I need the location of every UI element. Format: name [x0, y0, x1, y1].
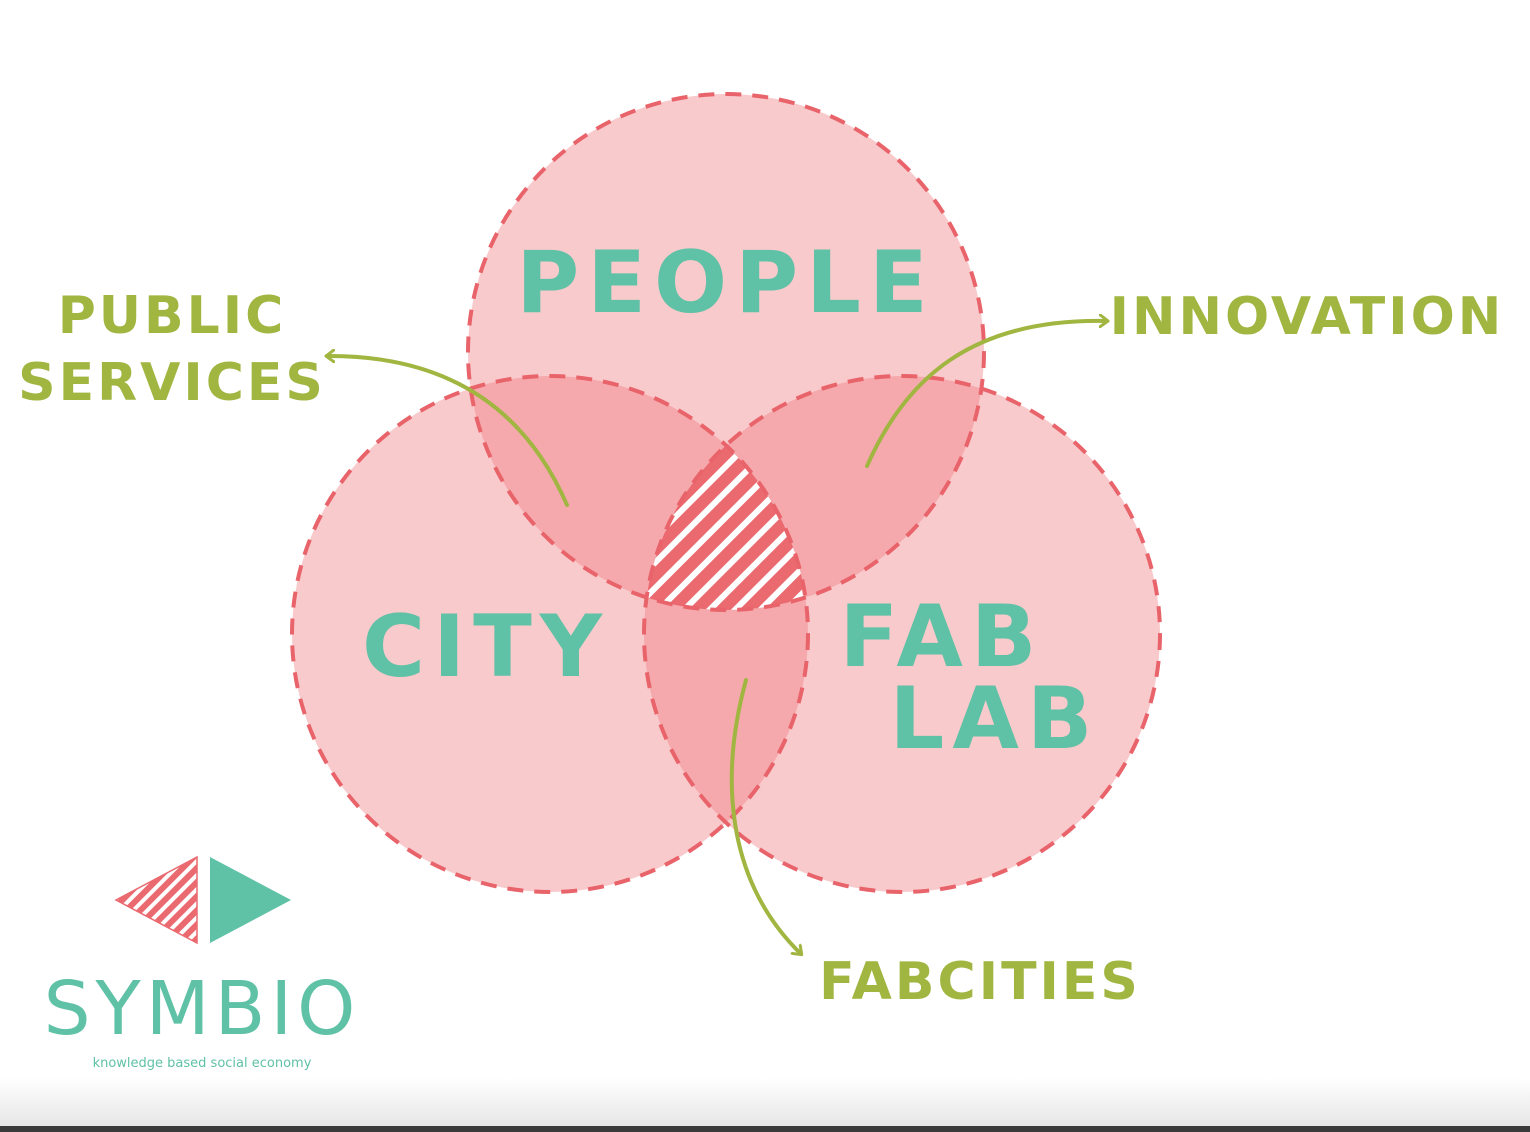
logo-background — [28, 1030, 372, 1080]
people-circle — [468, 94, 984, 610]
brand-name: SYMBIO — [44, 966, 361, 1052]
fabcities-arrow — [729, 678, 801, 954]
city-circle-outline — [290, 374, 810, 894]
innovation-arrow — [865, 321, 1107, 468]
bottom-strip — [0, 1126, 1530, 1132]
fabcities-label: FABCITIES — [819, 952, 1141, 1012]
innovation-label: INNOVATION — [1110, 287, 1505, 347]
public-services-label-line-1: PUBLIC — [58, 286, 287, 346]
public-services-label-line-2: SERVICES — [18, 353, 326, 413]
teal-play-icon — [210, 857, 291, 943]
public-services-arrow — [327, 356, 569, 507]
people-label: PEOPLE — [516, 233, 935, 333]
hatched-play-icon — [114, 855, 198, 945]
symbio-logo: SYMBIO knowledge based social economy — [28, 855, 372, 1080]
brand-tagline: knowledge based social economy — [93, 1056, 312, 1071]
fablab-label-line-2: LAB — [890, 669, 1101, 769]
fablab-circle-outline — [642, 374, 1162, 894]
people-circle-outline — [466, 92, 986, 612]
fablab-label-line-1: FAB — [840, 587, 1045, 687]
bottom-fade — [0, 1078, 1530, 1132]
city-label: CITY — [362, 597, 610, 697]
